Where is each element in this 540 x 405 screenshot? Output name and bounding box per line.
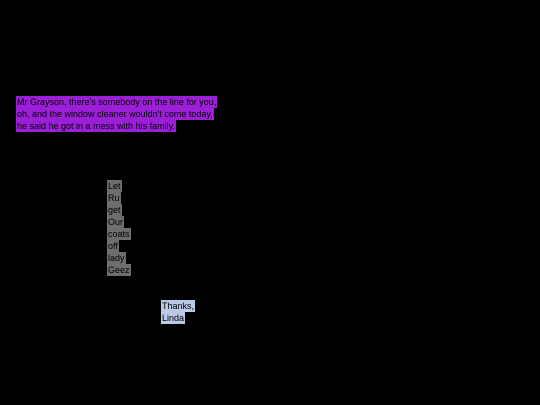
subtitle-word: coats xyxy=(107,228,131,240)
subtitle-word: Our xyxy=(107,216,125,228)
subtitle-word: lady xyxy=(107,252,126,264)
subtitle-word: Geez xyxy=(107,264,131,276)
subtitle-line: Thanks, xyxy=(161,300,196,312)
subtitle-word: get xyxy=(107,204,122,216)
subtitle-line: Mr Grayson, there's somebody on the line… xyxy=(16,96,218,108)
subtitle-word: Let xyxy=(107,180,122,192)
subtitle-word: Ru xyxy=(107,192,121,204)
subtitle-block-thanks: Thanks, Linda xyxy=(161,300,196,324)
subtitle-block-words: Let Ru get Our coats off lady Geez xyxy=(107,180,131,276)
subtitle-line: oh, and the window cleaner wouldn't come… xyxy=(16,108,214,120)
subtitle-word: off xyxy=(107,240,119,252)
subtitle-block-receptionist: Mr Grayson, there's somebody on the line… xyxy=(16,96,218,132)
subtitle-line: he said he got in a mess with his family… xyxy=(16,120,176,132)
subtitle-line: Linda xyxy=(161,312,186,324)
